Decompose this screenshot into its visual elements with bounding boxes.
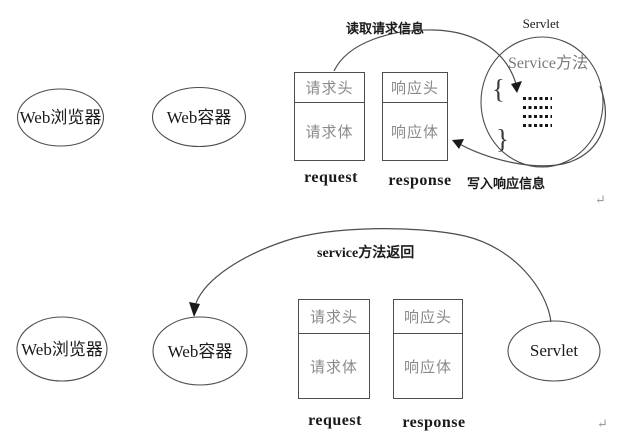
write-response-arrowhead	[452, 139, 464, 149]
open-brace: {	[492, 74, 505, 104]
close-brace: }	[496, 124, 509, 154]
response-body-cell: 响应体	[403, 359, 452, 376]
response-header-cell: 响应头	[383, 73, 447, 103]
code-line-dashes	[523, 115, 552, 118]
write-response-label: 写入响应信息	[467, 176, 546, 191]
service-method-label: Service方法	[508, 55, 588, 72]
response-caption-bottom: response	[402, 414, 466, 431]
read-request-arrow	[333, 29, 517, 85]
service-return-arrow	[195, 228, 552, 323]
request-header-cell: 请求头	[295, 73, 364, 103]
web-browser-label-top: Web浏览器	[19, 108, 102, 127]
service-return-label: service方法返回	[317, 246, 415, 261]
servlet-label-bottom: Servlet	[529, 341, 579, 360]
response-caption-top: response	[388, 172, 452, 189]
code-line-dashes	[523, 106, 552, 109]
web-browser-ellipse-top	[16, 88, 105, 147]
request-caption-bottom: request	[308, 412, 362, 429]
servlet-ellipse-bottom	[507, 320, 601, 382]
web-container-label-top: Web容器	[166, 108, 232, 127]
request-box-top: 请求头 请求体	[294, 72, 365, 161]
response-body-cell: 响应体	[390, 125, 439, 141]
code-line-dashes	[523, 124, 552, 127]
read-request-label: 读取请求信息	[346, 21, 425, 36]
servlet-title: Servlet	[522, 16, 560, 31]
response-box-top: 响应头 响应体	[382, 72, 448, 161]
paragraph-return-mark: ↵	[597, 416, 608, 431]
write-response-arrow	[457, 85, 606, 167]
web-browser-label-bottom: Web浏览器	[21, 340, 103, 359]
response-header-cell: 响应头	[394, 300, 462, 334]
request-box-bottom: 请求头 请求体	[298, 299, 370, 399]
servlet-circle	[480, 36, 604, 168]
request-header-cell: 请求头	[299, 300, 369, 334]
request-body-cell: 请求体	[305, 125, 354, 141]
response-box-bottom: 响应头 响应体	[393, 299, 463, 399]
read-request-arrowhead	[511, 81, 522, 93]
code-line-dashes	[523, 97, 552, 100]
web-container-ellipse-top	[151, 86, 247, 148]
web-container-ellipse-bottom	[152, 316, 248, 386]
request-body-cell: 请求体	[309, 359, 358, 376]
web-browser-ellipse-bottom	[16, 316, 108, 382]
service-return-arrowhead	[189, 302, 200, 317]
web-container-label-bottom: Web容器	[167, 342, 233, 361]
paragraph-return-mark: ↵	[595, 192, 606, 207]
request-caption-top: request	[304, 169, 358, 186]
